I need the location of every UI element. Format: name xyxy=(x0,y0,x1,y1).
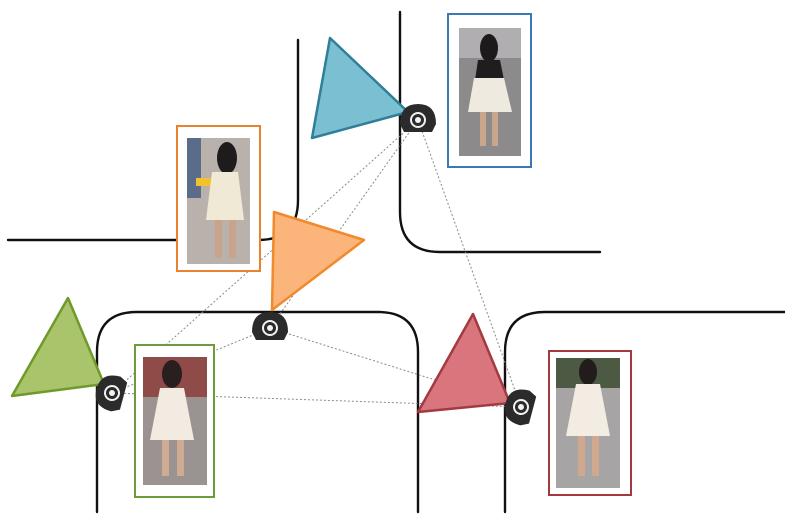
frame-red xyxy=(548,350,632,496)
camera-icon xyxy=(95,375,128,412)
fov-orange xyxy=(270,210,366,312)
camera-lens-center xyxy=(267,325,273,331)
camera-lens xyxy=(513,399,529,415)
frame-green xyxy=(134,344,215,498)
camera-lens xyxy=(262,320,278,336)
camera-lens-center xyxy=(109,390,115,396)
fields-of-view xyxy=(10,36,512,414)
fov-green xyxy=(10,296,106,398)
camera-lens xyxy=(410,112,426,128)
camera-icon xyxy=(504,389,537,426)
person-image-red xyxy=(556,358,620,488)
camera-lens-center xyxy=(518,404,524,410)
person-image-blue xyxy=(459,28,521,156)
road-edge-top-right xyxy=(398,10,602,254)
frame-blue xyxy=(447,13,532,168)
fov-blue xyxy=(310,36,410,140)
block-bottom-left xyxy=(95,310,420,514)
camera-lens-center xyxy=(415,117,421,123)
fov-red xyxy=(416,312,512,414)
camera-link-blue-red xyxy=(417,119,522,408)
camera-icon xyxy=(400,104,436,132)
road-outlines xyxy=(6,10,785,514)
camera-icon xyxy=(252,312,288,340)
person-image-green xyxy=(143,357,207,485)
person-image-orange xyxy=(187,138,250,264)
block-bottom-right xyxy=(503,310,785,514)
person-frames xyxy=(134,13,632,498)
camera-lens xyxy=(104,385,120,401)
frame-orange xyxy=(176,125,261,272)
cameras xyxy=(95,104,537,426)
